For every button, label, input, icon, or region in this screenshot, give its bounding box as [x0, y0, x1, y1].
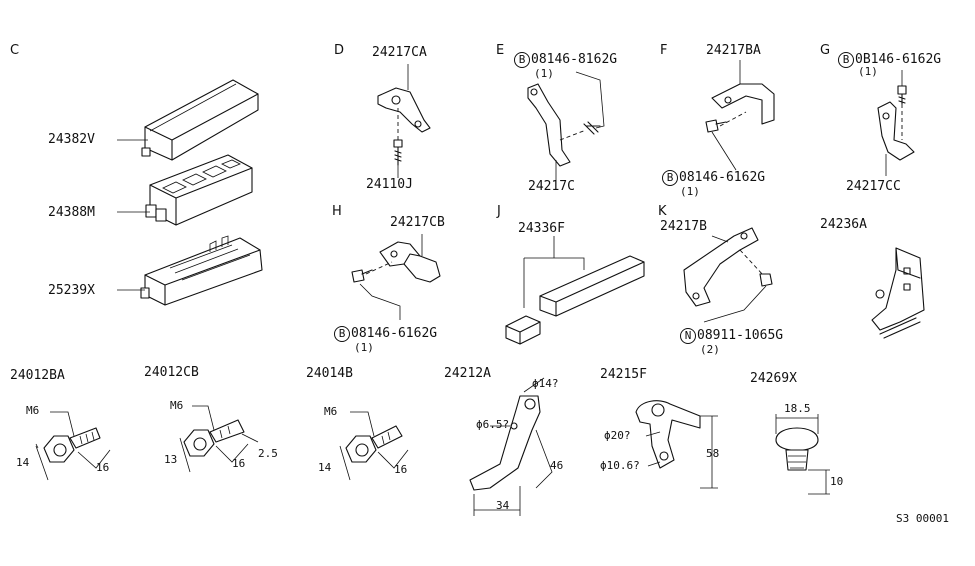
- part-24217CC-drawing[interactable]: [877, 70, 915, 176]
- fastener-h-number: 08146-6162G: [351, 326, 438, 341]
- fastener-k-number: 08911-1065G: [697, 328, 784, 343]
- part-24236A-drawing[interactable]: [871, 247, 925, 339]
- part-number-24336F[interactable]: 24336F: [518, 221, 565, 236]
- dim-24012CB-thread: M6: [170, 399, 184, 412]
- part-number-24382V[interactable]: 24382V: [48, 132, 95, 147]
- part-25239X-frame-drawing[interactable]: [140, 235, 263, 306]
- fastener-k-qty: (2): [700, 343, 720, 356]
- section-h-label: H: [332, 204, 342, 219]
- section-c-label: C: [10, 43, 20, 58]
- fastener-e-number: 08146-8162G: [531, 52, 618, 67]
- nut-symbol-icon: N: [680, 328, 696, 344]
- fastener-e-qty: (1): [534, 67, 554, 80]
- section-e-label: E: [496, 43, 505, 58]
- section-d-label: D: [334, 43, 345, 58]
- bolt-symbol-icon: B: [662, 170, 678, 186]
- dim-24014B-thread: M6: [324, 405, 338, 418]
- section-g-label: G: [820, 43, 831, 58]
- dim-24212A-hole-large: ϕ14?: [532, 377, 559, 390]
- bolt-symbol-icon: B: [514, 52, 530, 68]
- part-number-24269X[interactable]: 24269X: [750, 371, 797, 386]
- bolt-symbol-icon: B: [334, 326, 350, 342]
- dim-24212A-hole-small: ϕ6.5?: [476, 418, 510, 431]
- part-24217C-drawing[interactable]: [527, 71, 605, 180]
- part-number-24217B[interactable]: 24217B: [660, 219, 707, 234]
- part-number-24012BA[interactable]: 24012BA: [10, 368, 65, 383]
- part-number-24212A[interactable]: 24212A: [444, 366, 491, 381]
- dim-24014B-height: 14: [318, 461, 332, 474]
- part-24012CB-drawing[interactable]: [179, 405, 259, 473]
- part-24012BA-drawing[interactable]: [35, 411, 111, 481]
- part-24212A-drawing[interactable]: [469, 377, 553, 516]
- part-24014B-drawing[interactable]: [339, 411, 409, 481]
- part-24388M-block-drawing[interactable]: [145, 154, 253, 226]
- part-number-24217CA[interactable]: 24217CA: [372, 45, 427, 60]
- bolt-symbol-icon: B: [838, 52, 854, 68]
- part-number-24110J[interactable]: 24110J: [366, 177, 413, 192]
- part-number-24217BA[interactable]: 24217BA: [706, 43, 761, 58]
- part-24217B-drawing[interactable]: [683, 227, 773, 323]
- part-number-24014B[interactable]: 24014B: [306, 366, 353, 381]
- dim-24012CB-offset: 2.5: [258, 447, 278, 460]
- part-24382V-cover-drawing[interactable]: [141, 79, 259, 161]
- part-24217CB-drawing[interactable]: [351, 234, 441, 320]
- part-number-24217C[interactable]: 24217C: [528, 179, 575, 194]
- dim-24215F-height: 58: [706, 447, 720, 460]
- section-j-label: J: [497, 204, 501, 219]
- section-k-label: K: [658, 204, 667, 219]
- part-number-24215F[interactable]: 24215F: [600, 367, 647, 382]
- fastener-g-qty: (1): [858, 65, 878, 78]
- section-f-label: F: [660, 43, 668, 58]
- part-24217BA-drawing[interactable]: [705, 60, 775, 171]
- dim-24012BA-thread: M6: [26, 404, 40, 417]
- part-24217CA-drawing[interactable]: [377, 64, 431, 178]
- fastener-h-qty: (1): [354, 341, 374, 354]
- dim-24269X-height: 10: [830, 475, 844, 488]
- dim-24012BA-length: 16: [96, 461, 110, 474]
- part-number-24012CB[interactable]: 24012CB: [144, 365, 199, 380]
- part-number-24388M[interactable]: 24388M: [48, 205, 95, 220]
- dim-24215F-hole-small: ϕ10.6?: [600, 459, 640, 472]
- part-number-24217CC[interactable]: 24217CC: [846, 179, 901, 194]
- dim-24014B-length: 16: [394, 463, 408, 476]
- dim-24012BA-height: 14: [16, 456, 30, 469]
- dim-24269X-diameter: 18.5: [784, 402, 811, 415]
- part-24269X-drawing[interactable]: [775, 414, 830, 495]
- part-number-25239X[interactable]: 25239X: [48, 283, 95, 298]
- fastener-f-qty: (1): [680, 185, 700, 198]
- drawing-code: S3 00001: [896, 512, 949, 525]
- part-24336F-drawing[interactable]: [505, 236, 645, 345]
- dim-24012CB-height: 13: [164, 453, 178, 466]
- fastener-f-number: 08146-6162G: [679, 170, 766, 185]
- fastener-g-number: 0B146-6162G: [855, 52, 942, 67]
- part-24215F-drawing[interactable]: [635, 400, 718, 489]
- dim-24212A-height: 46: [550, 459, 564, 472]
- part-number-24217CB[interactable]: 24217CB: [390, 215, 445, 230]
- dim-24212A-width: 34: [496, 499, 510, 512]
- dim-24215F-hole-large: ϕ20?: [604, 429, 631, 442]
- part-number-24236A[interactable]: 24236A: [820, 217, 867, 232]
- dim-24012CB-length: 16: [232, 457, 246, 470]
